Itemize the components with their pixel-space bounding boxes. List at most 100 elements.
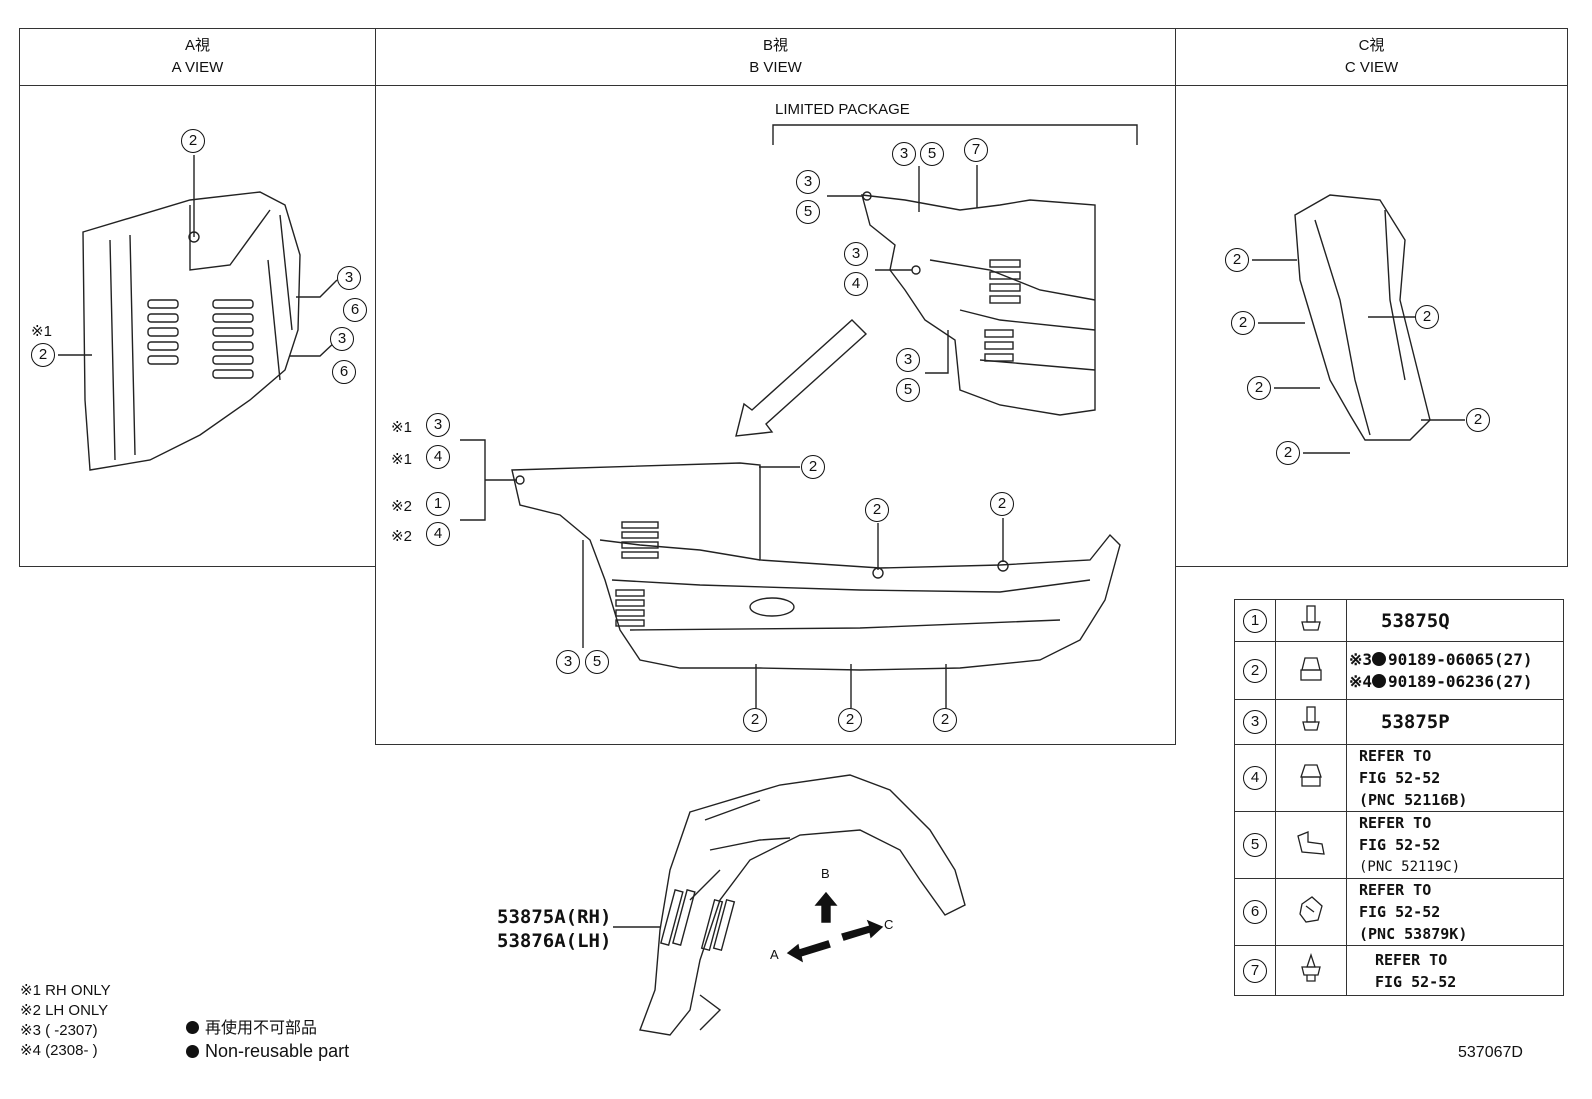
- push-clip-icon: [1301, 952, 1321, 982]
- note-date-from: ※4 (2308- ): [20, 1042, 98, 1059]
- callout-2-c-5: 2: [1466, 408, 1490, 432]
- panel-b-title-en: B VIEW: [749, 59, 802, 76]
- nut-icon: [1300, 656, 1322, 681]
- screw-icon: [1302, 706, 1320, 731]
- legend-part-2a-line: ※3 90189-06065(27): [1349, 649, 1563, 671]
- callout-6-a-lower: 6: [332, 360, 356, 384]
- legend-row-6: 6 REFER TO FIG 52-52 (PNC 53879K): [1234, 878, 1564, 946]
- panel-b-header: B視 B VIEW: [376, 29, 1175, 86]
- legend-row-3: 3 53875P: [1234, 699, 1564, 745]
- callout-2-b-bottom-3: 2: [933, 708, 957, 732]
- callout-2-c-4: 2: [1247, 376, 1271, 400]
- arrow-label-b: B: [821, 866, 830, 881]
- legend-5-l3: (PNC 52119C): [1359, 859, 1461, 875]
- callout-3-b-left: 3: [426, 413, 450, 437]
- callout-2-c-3: 2: [1415, 305, 1439, 329]
- a-view-liner-drawing: [58, 155, 338, 471]
- b-view-liner-drawing: [460, 439, 1121, 708]
- panel-b-title-jp: B視: [762, 37, 788, 54]
- callout-5-b-bottom: 5: [585, 650, 609, 674]
- callout-2-b-top: 2: [801, 455, 825, 479]
- legend-num-2: 2: [1243, 658, 1267, 683]
- legend-4-l2: FIG 52-52: [1359, 769, 1441, 787]
- callout-5-lp-1: 5: [920, 142, 944, 166]
- nonreusable-jp-line: 再使用不可部品: [186, 1018, 317, 1039]
- callout-4-b-left-1: 4: [426, 445, 450, 469]
- panel-c-header: C視 C VIEW: [1176, 29, 1567, 86]
- legend-row-5: 5 REFER TO FIG 52-52 (PNC 52119C): [1234, 811, 1564, 879]
- callout-4-b-left-2: 4: [426, 522, 450, 546]
- legend-5-l2: FIG 52-52: [1359, 836, 1441, 854]
- legend-m4: ※4: [1349, 671, 1373, 691]
- legend-7-l1: REFER TO: [1375, 950, 1448, 969]
- part-number-rh: 53875A(RH): [497, 906, 612, 928]
- callout-2-b-bottom-2: 2: [838, 708, 862, 732]
- callout-5-lp-4: 5: [896, 378, 920, 402]
- panel-c-title-en: C VIEW: [1344, 59, 1399, 76]
- figure-id: 537067D: [1458, 1044, 1523, 1061]
- nonreusable-dot-icon: [1372, 673, 1387, 688]
- legend-num-6: 6: [1243, 900, 1267, 924]
- nonreusable-dot-icon: [186, 1021, 199, 1034]
- panel-a-header: A視 A VIEW: [20, 29, 375, 86]
- arrow-label-a: A: [770, 947, 779, 962]
- limited-package-label: LIMITED PACKAGE: [775, 101, 910, 118]
- parts-legend-table: 1 53875Q 2 ※3 90189-06065(27) ※4 90189-062…: [1234, 599, 1564, 996]
- note-rh-only: ※1 RH ONLY: [20, 982, 111, 999]
- legend-part-2b: 90189-06236(27): [1388, 671, 1533, 691]
- callout-1-b-left: 1: [426, 492, 450, 516]
- callout-2-b-bottom-1: 2: [743, 708, 767, 732]
- panel-c-title-jp: C視: [1358, 37, 1385, 54]
- legend-part-3: 53875P: [1346, 699, 1564, 745]
- nut-clip-icon: [1297, 831, 1325, 855]
- callout-3-lp-3: 3: [844, 242, 868, 266]
- callout-2-b-mid-2: 2: [990, 492, 1014, 516]
- legend-row-2: 2 ※3 90189-06065(27) ※4 90189-06236(27): [1234, 641, 1564, 700]
- legend-7-l2: FIG 52-52: [1375, 972, 1457, 991]
- callout-2-c-6: 2: [1276, 441, 1300, 465]
- b-view-limited-package-drawing: [772, 124, 1138, 416]
- legend-4-l3: (PNC 52116B): [1359, 791, 1468, 809]
- rh-only-marker-b1: ※1: [391, 419, 412, 436]
- legend-num-1: 1: [1243, 608, 1267, 633]
- panel-a-title-en: A VIEW: [171, 59, 224, 76]
- legend-part-1: 53875Q: [1346, 599, 1564, 642]
- b-view-direction-arrow: [735, 319, 868, 437]
- legend-row-7: 7 REFER TO FIG 52-52: [1234, 945, 1564, 996]
- callout-3-a-upper: 3: [337, 266, 361, 290]
- legend-part-2a: 90189-06065(27): [1388, 649, 1533, 669]
- legend-4-l1: REFER TO: [1359, 747, 1432, 765]
- bolt-icon: [1301, 604, 1321, 631]
- legend-row-4: 4 REFER TO FIG 52-52 (PNC 52116B): [1234, 744, 1564, 812]
- callout-3-b-bottom: 3: [556, 650, 580, 674]
- legend-num-4: 4: [1243, 766, 1267, 790]
- callout-6-a-upper: 6: [343, 298, 367, 322]
- part-number-lh: 53876A(LH): [497, 930, 612, 952]
- panel-b-view: B視 B VIEW: [375, 28, 1176, 745]
- retainer-icon: [1299, 896, 1323, 923]
- legend-5-l1: REFER TO: [1359, 814, 1432, 832]
- c-view-liner-drawing: [1252, 194, 1465, 454]
- callout-2-b-mid-1: 2: [865, 498, 889, 522]
- legend-num-3: 3: [1243, 710, 1267, 734]
- legend-m3: ※3: [1349, 649, 1373, 669]
- rh-only-marker-a: ※1: [31, 323, 52, 340]
- clip-icon: [1300, 764, 1322, 787]
- arrow-label-c: C: [884, 917, 894, 932]
- rh-only-marker-b2: ※1: [391, 451, 412, 468]
- nonreusable-en-line: Non-reusable part: [186, 1041, 349, 1062]
- legend-num-5: 5: [1243, 833, 1267, 857]
- note-lh-only: ※2 LH ONLY: [20, 1002, 109, 1019]
- nonreusable-en: Non-reusable part: [205, 1041, 350, 1061]
- callout-2-c-2: 2: [1231, 311, 1255, 335]
- callout-7-lp: 7: [964, 138, 988, 162]
- legend-6-l3: (PNC 53879K): [1359, 925, 1468, 943]
- legend-6-l1: REFER TO: [1359, 881, 1432, 899]
- legend-row-1: 1 53875Q: [1234, 599, 1564, 642]
- lh-only-marker-b1: ※2: [391, 498, 412, 515]
- callout-2-c-1: 2: [1225, 248, 1249, 272]
- view-arrows: [786, 891, 884, 963]
- callout-3-lp-2: 3: [796, 170, 820, 194]
- nonreusable-dot-icon: [186, 1045, 199, 1058]
- callout-2-a-top: 2: [181, 129, 205, 153]
